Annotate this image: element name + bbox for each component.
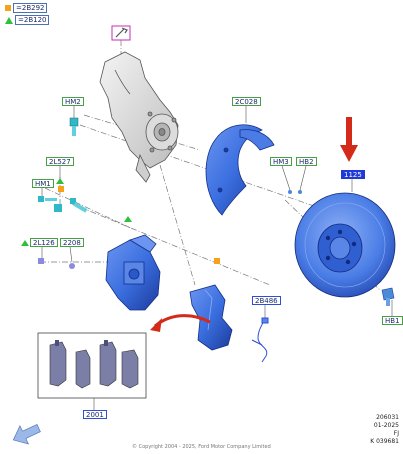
hub-bolt	[381, 287, 395, 306]
red-pointer-arrow	[340, 117, 358, 162]
callout-disc[interactable]: 1125	[341, 170, 365, 179]
legend-square-row: =2B292	[5, 3, 48, 13]
legend-triangle-label: =2B120	[15, 15, 50, 25]
legend-square-label: =2B292	[13, 3, 48, 13]
callout-2001[interactable]: 2001	[83, 410, 107, 419]
wear-sensor	[251, 317, 269, 363]
tool-icon	[111, 25, 131, 41]
footer-reference: K 039681	[370, 438, 399, 445]
callout-hm2[interactable]: HM2	[62, 97, 84, 106]
footer-date: 01-2025	[373, 422, 399, 429]
callout-hm1[interactable]: HM1	[32, 179, 54, 188]
splash-shield	[205, 124, 275, 216]
red-curved-arrow	[150, 314, 211, 332]
bolts-left	[38, 117, 88, 269]
footer-variant: FJ	[393, 430, 399, 437]
steering-knuckle	[99, 51, 179, 183]
orange-square-icon	[5, 5, 11, 11]
caliper-bracket	[189, 284, 233, 351]
callout-2b486[interactable]: 2B486	[252, 296, 281, 305]
marker-triangles	[21, 178, 132, 246]
navigation-arrow-icon	[12, 423, 41, 445]
brake-disc	[294, 192, 396, 298]
marker-squares	[58, 186, 220, 264]
callout-hb2[interactable]: HB2	[296, 157, 317, 166]
green-triangle-icon	[5, 16, 13, 24]
callout-2208[interactable]: 2208	[60, 238, 84, 247]
callout-hm3[interactable]: HM3	[270, 157, 292, 166]
callout-2c028[interactable]: 2C028	[232, 97, 261, 106]
legend-triangle-row: =2B120	[5, 15, 50, 25]
brake-caliper	[105, 234, 161, 311]
callout-leaders	[41, 106, 393, 410]
callout-2l527[interactable]: 2L527	[46, 157, 74, 166]
callout-hb1[interactable]: HB1	[382, 316, 403, 325]
callout-2l126[interactable]: 2L126	[30, 238, 58, 247]
footer-code: 206031	[376, 414, 399, 421]
shield-screws	[288, 190, 302, 194]
brake-pads-kit	[37, 332, 147, 399]
copyright-text: © Copyright 2004 - 2025, Ford Motor Comp…	[132, 444, 271, 450]
